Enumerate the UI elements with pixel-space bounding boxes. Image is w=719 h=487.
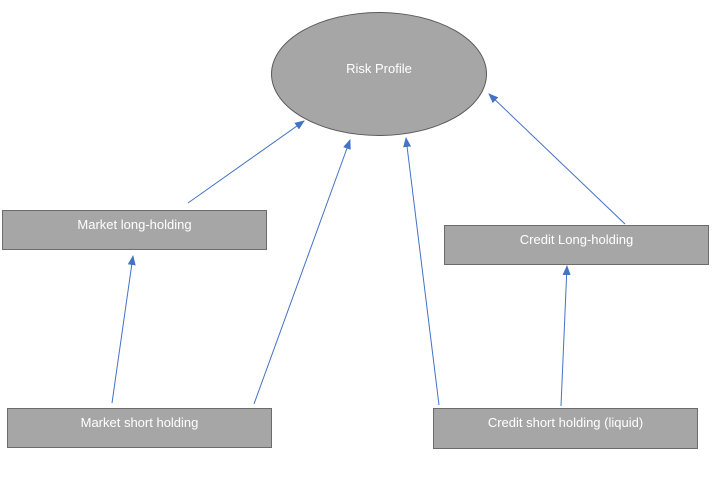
- market-short-holding-label: Market short holding: [80, 414, 199, 430]
- edge-market-long-to-risk: [187, 120, 305, 204]
- edge-credit-long-to-risk: [488, 93, 626, 225]
- market-long-holding-node: Market long-holding: [2, 210, 267, 250]
- credit-long-holding-label: Credit Long-holding: [519, 231, 634, 247]
- edge-credit-short-to-credit-long: [560, 265, 571, 407]
- risk-profile-node: Risk Profile: [271, 12, 487, 136]
- edge-credit-short-to-risk: [403, 137, 440, 406]
- credit-short-holding-label: Credit short holding (liquid): [487, 415, 644, 430]
- market-long-holding-label: Market long-holding: [77, 216, 192, 232]
- edge-market-short-to-risk: [253, 139, 351, 405]
- risk-profile-label: Risk Profile: [346, 60, 412, 76]
- edge-market-short-to-market-long: [111, 255, 136, 404]
- credit-long-holding-node: Credit Long-holding: [444, 225, 709, 265]
- credit-short-holding-node: Credit short holding (liquid): [433, 408, 698, 449]
- market-short-holding-node: Market short holding: [7, 408, 272, 448]
